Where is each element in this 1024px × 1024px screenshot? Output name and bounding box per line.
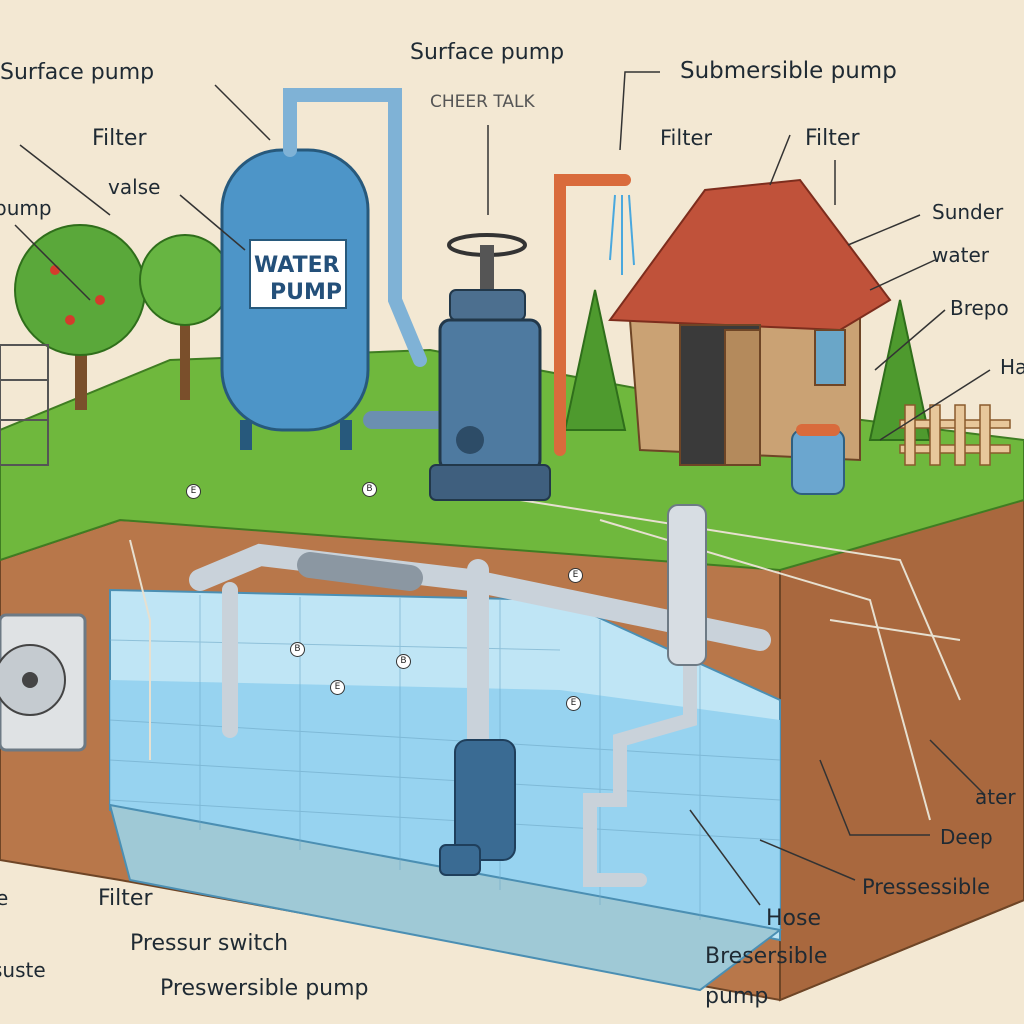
marker-badge: B: [290, 642, 305, 657]
label-surface-pump-top: Surface pump: [410, 40, 565, 65]
label-sunder: Sunder: [932, 200, 1004, 224]
label-ha: Ha: [1000, 355, 1024, 379]
surface-pump: [429, 233, 551, 501]
marker-badge: E: [566, 696, 581, 711]
label-hose: Hose: [766, 906, 821, 931]
label-submersible-pump: Submersible pump: [680, 58, 897, 84]
top-pipes: [283, 88, 631, 456]
label-filter-left: Filter: [92, 126, 147, 151]
trellis: [0, 344, 49, 466]
marker-badge: B: [362, 482, 377, 497]
water-spray: [609, 194, 635, 275]
shed: [608, 178, 892, 466]
label-valse: valse: [108, 175, 161, 199]
marker-badge: E: [568, 568, 583, 583]
pool-water: [110, 680, 780, 930]
label-filter-mid: Filter: [660, 126, 713, 150]
label-ater: ater: [975, 785, 1016, 809]
tank-label-line2: PUMP: [270, 280, 343, 305]
label-surface-pump-left: Surface pump: [0, 60, 155, 85]
tank-label-line1: WATER: [254, 253, 340, 278]
water-pump-tank: [220, 148, 370, 450]
marker-badge: E: [330, 680, 345, 695]
label-filter-bottom: Filter: [98, 886, 153, 911]
label-pump-bottom: pump: [705, 984, 769, 1009]
inline-valve: [667, 504, 707, 666]
label-filter-right: Filter: [805, 126, 860, 151]
marker-badge: E: [186, 484, 201, 499]
underground-pipe: [189, 513, 771, 887]
fence: [899, 404, 1011, 466]
label-brepo: Brepo: [950, 296, 1009, 320]
label-bresersible: Bresersible: [705, 944, 828, 969]
label-pump-edge: pump: [0, 196, 52, 220]
label-preswersible-pump: Preswersible pump: [160, 976, 369, 1001]
small-tank: [791, 424, 845, 495]
vent-fan: [0, 613, 87, 752]
label-e-edge: e: [0, 886, 9, 910]
tree-mid: [139, 234, 231, 400]
label-pressessible: Pressessible: [862, 875, 990, 899]
label-pressure-switch: Pressur switch: [130, 931, 289, 956]
submersible-pump: [439, 739, 516, 876]
label-cheer-talk: CHEER TALK: [430, 92, 535, 112]
pool-tiles: [109, 595, 781, 920]
marker-badge: B: [396, 654, 411, 669]
pool-floor: [108, 803, 783, 992]
label-suste: suste: [0, 958, 46, 982]
label-deep: Deep: [940, 825, 993, 849]
label-water: water: [932, 243, 989, 267]
pointer-lines: [14, 71, 991, 906]
